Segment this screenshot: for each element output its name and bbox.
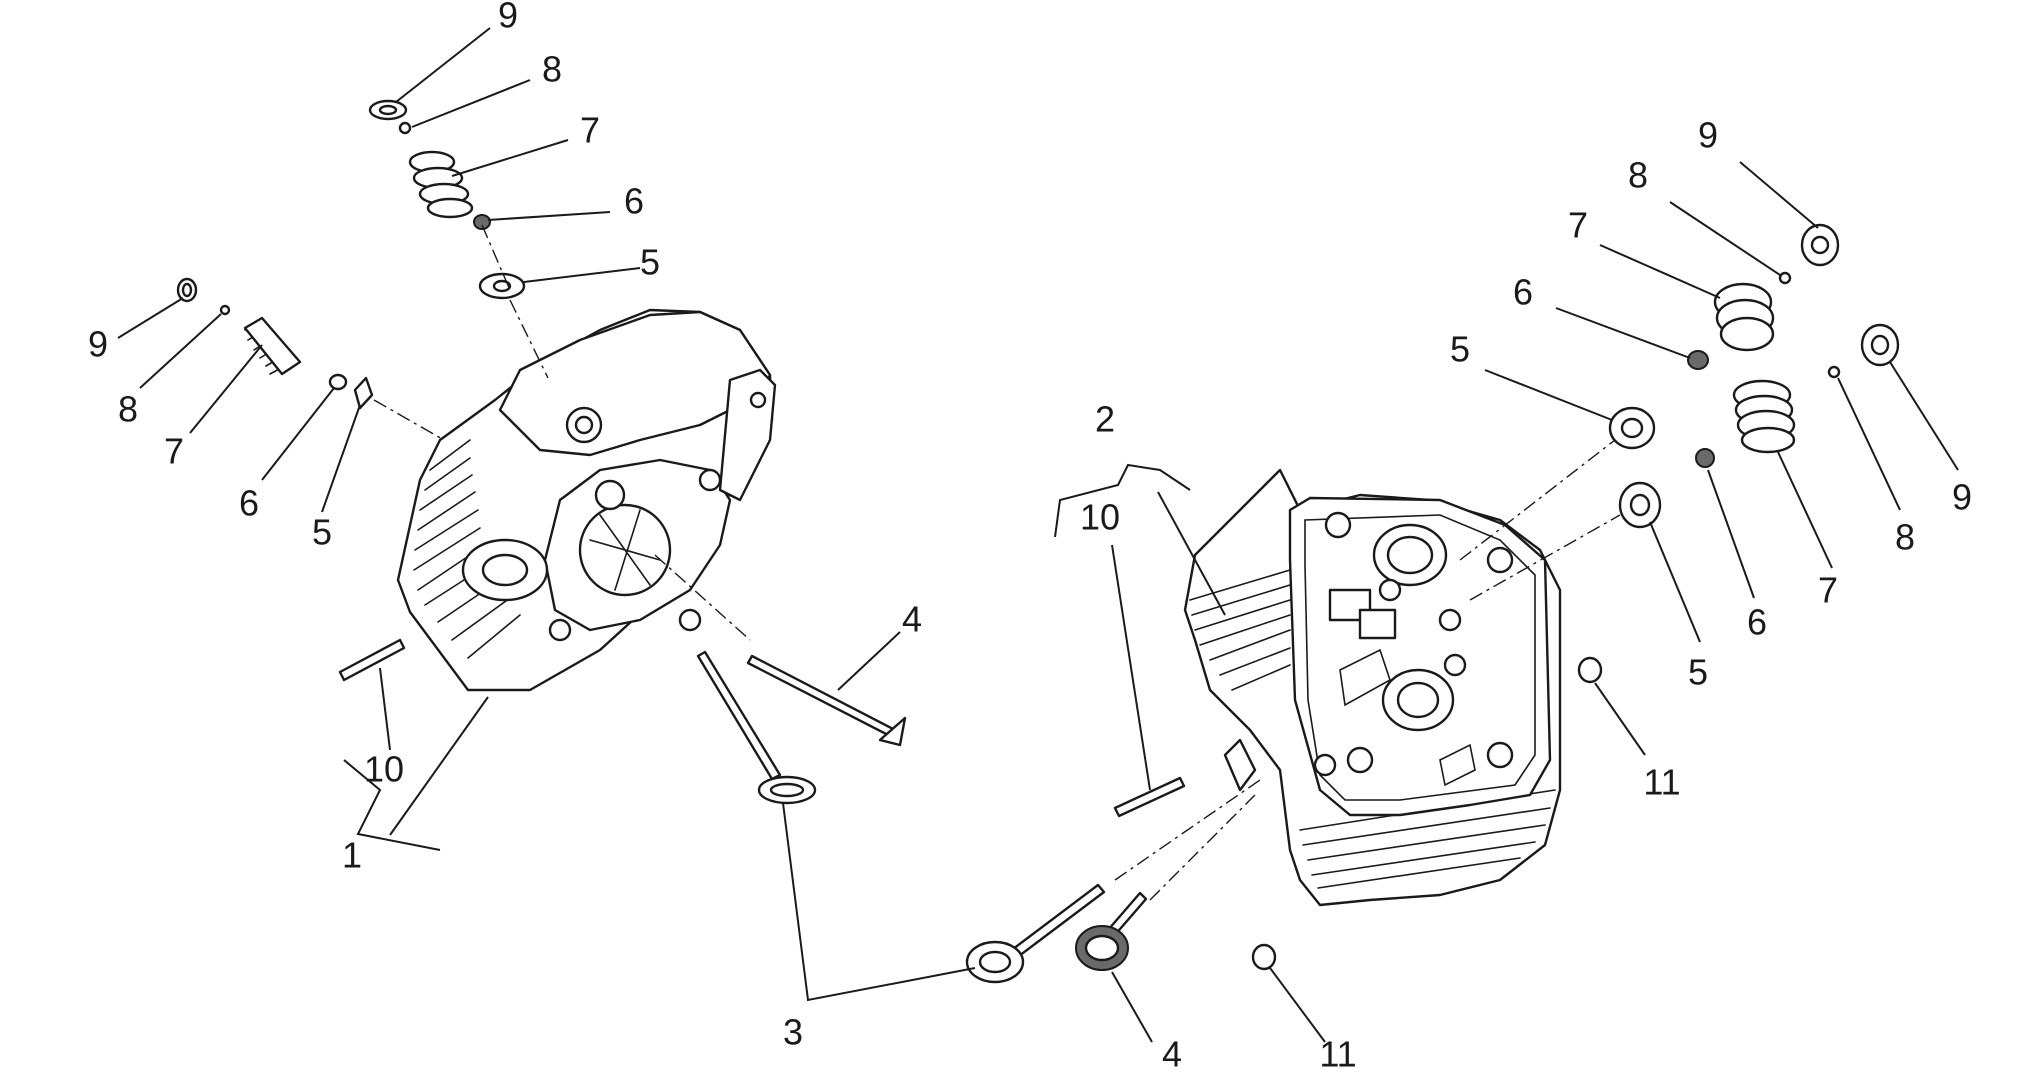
callout-left-side-7: 7 — [164, 431, 184, 472]
right-plug-side — [1577, 656, 1603, 684]
callout-left-top-9: 9 — [498, 0, 518, 36]
callout-mid-4: 4 — [902, 599, 922, 640]
right-plug-bottom — [1251, 943, 1277, 971]
callout-left-side-5: 5 — [312, 512, 332, 553]
callout-right-lower-7: 7 — [1818, 570, 1838, 611]
left-cylinder-head — [396, 308, 777, 692]
left-intake-valve — [696, 650, 817, 805]
callout-right-upper-9: 9 — [1698, 115, 1718, 156]
right-lower-valve-train — [1618, 323, 1900, 529]
left-stud — [338, 638, 406, 682]
callout-left-top-8: 8 — [542, 49, 562, 90]
callout-left-1: 1 — [342, 835, 362, 876]
left-side-valve-train — [176, 277, 374, 410]
right-upper-valve-train — [1608, 223, 1840, 450]
callout-right-upper-5: 5 — [1450, 329, 1470, 370]
callout-left-top-6: 6 — [624, 181, 644, 222]
callout-left-10: 10 — [364, 749, 404, 790]
left-exhaust-valve — [746, 654, 907, 747]
callout-right-11-bottom: 11 — [1319, 1034, 1356, 1073]
leader-lines — [117, 27, 1959, 1043]
callout-labels: 1 10 9 8 7 6 5 9 8 7 6 5 4 3 2 10 4 11 1… — [88, 0, 1972, 1073]
callout-right-10: 10 — [1080, 497, 1120, 538]
callout-right-lower-5: 5 — [1688, 652, 1708, 693]
right-stud — [1113, 776, 1186, 818]
assembly-centerlines — [373, 224, 1621, 901]
callout-left-top-5: 5 — [640, 242, 660, 283]
left-top-valve-train — [368, 99, 526, 300]
callout-right-upper-6: 6 — [1513, 272, 1533, 313]
callout-right-lower-9: 9 — [1952, 477, 1972, 518]
callout-left-side-8: 8 — [118, 389, 138, 430]
callout-mid-3: 3 — [783, 1012, 803, 1053]
callout-left-top-7: 7 — [580, 110, 600, 151]
right-cylinder-head — [1183, 468, 1562, 907]
callout-right-lower-8: 8 — [1895, 517, 1915, 558]
callout-right-2: 2 — [1095, 399, 1115, 440]
callout-left-side-6: 6 — [239, 483, 259, 524]
right-exhaust-valve — [965, 883, 1106, 984]
callout-left-side-9: 9 — [88, 324, 108, 365]
callout-right-upper-8: 8 — [1628, 155, 1648, 196]
right-intake-valve — [1075, 891, 1148, 971]
callout-right-lower-6: 6 — [1747, 602, 1767, 643]
callout-right-upper-7: 7 — [1568, 205, 1588, 246]
callout-right-4: 4 — [1162, 1034, 1182, 1073]
callout-right-11-side: 11 — [1643, 762, 1680, 803]
